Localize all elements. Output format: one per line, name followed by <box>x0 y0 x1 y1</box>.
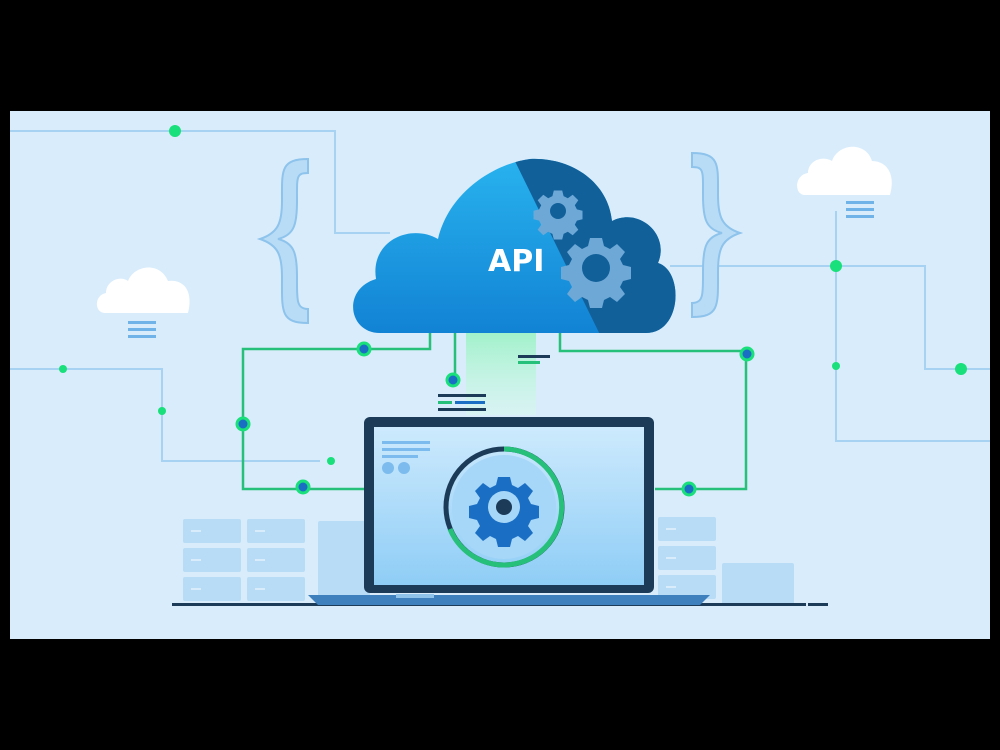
server-rack-details <box>191 528 676 590</box>
circuit-nodes <box>235 341 755 497</box>
curly-brace-icon <box>256 157 309 325</box>
server-icon <box>658 517 794 605</box>
progress-ring-fill <box>447 446 565 568</box>
cloud-icon: API <box>353 158 676 334</box>
code-snippet <box>438 355 550 411</box>
laptop-icon <box>308 417 710 605</box>
cloud-icon <box>797 146 892 218</box>
screen-text-lines <box>382 441 430 474</box>
server-icon <box>183 519 370 605</box>
cloud-icon <box>96 267 190 338</box>
background-nodes <box>59 125 967 465</box>
curly-brace-icon <box>691 151 744 319</box>
api-label: API <box>488 244 544 279</box>
api-illustration: API <box>10 111 990 639</box>
data-beam <box>466 329 536 415</box>
